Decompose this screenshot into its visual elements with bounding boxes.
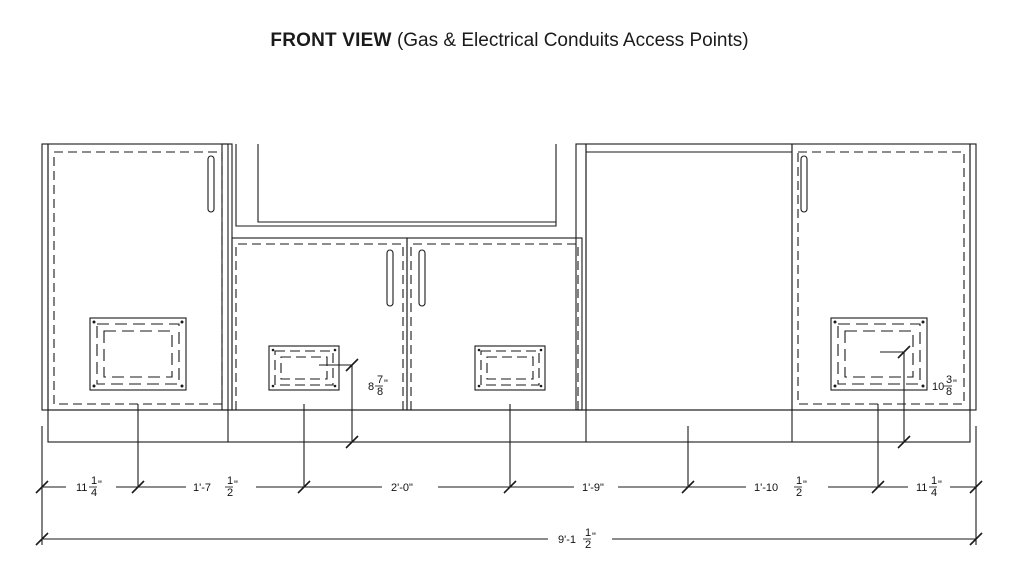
dim-seg6: 11 1 4 ": [916, 475, 942, 499]
dim-seg1: 11 1 4 ": [76, 475, 102, 499]
svg-text:1'-9": 1'-9": [582, 482, 604, 494]
appliance-bay: [585, 143, 793, 411]
svg-text:": ": [234, 479, 238, 491]
dim-height-left: 8 7 8 ": [368, 374, 388, 398]
plinth-outline: [47, 409, 971, 443]
center-right-access-plate-inner: [486, 356, 534, 380]
grill-left-post: [221, 143, 233, 411]
left-access-plate: [89, 317, 187, 391]
svg-text:": ": [98, 479, 102, 491]
dim-seg4: 1'-9": [582, 482, 604, 494]
svg-text:9'-1: 9'-1: [558, 534, 576, 546]
right-access-plate-outer-dash: [837, 323, 921, 385]
right-access-plate: [830, 317, 928, 391]
center-left-access-plate-dash: [274, 350, 334, 386]
left-access-plate-inner-dash: [103, 330, 173, 378]
height-dimension-lines: [319, 351, 905, 442]
dimension-ticks: [35, 345, 983, 546]
dim-seg2: 1'-7 1 2 ": [193, 475, 238, 499]
svg-text:": ": [803, 479, 807, 491]
svg-text:2'-0": 2'-0": [391, 482, 413, 494]
svg-text:1: 1: [585, 527, 591, 539]
grill-opening-outline: [235, 144, 557, 227]
double-door-cabinet: [231, 237, 583, 411]
svg-text:4: 4: [91, 487, 97, 499]
title-main: FRONT VIEW: [270, 30, 392, 51]
svg-text:1: 1: [796, 475, 802, 487]
center-right-access-plate: [474, 345, 546, 391]
center-right-access-plate-dash: [480, 350, 540, 386]
base-plinth: [47, 409, 971, 443]
svg-text:8: 8: [377, 386, 383, 398]
left-cabinet: [41, 143, 229, 411]
svg-text:": ": [938, 479, 942, 491]
dimension-labels: 11 1 4 " 1'-7 1 2 " 2'-0" 1'-9" 1'-10 1 …: [76, 374, 957, 551]
right-door-inset: [797, 151, 965, 405]
left-access-plate-outline: [89, 317, 187, 391]
svg-text:8: 8: [368, 381, 374, 393]
grill-opening-inner: [257, 144, 556, 223]
center-right-access-plate-outline: [474, 345, 546, 391]
svg-text:": ": [592, 531, 596, 543]
double-door-right[interactable]: [406, 237, 583, 411]
grill-opening: [232, 144, 582, 239]
dim-total: 9'-1 1 2 ": [558, 527, 596, 551]
svg-text:1'-7: 1'-7: [193, 482, 211, 494]
drawing-title: FRONT VIEW (Gas & Electrical Conduits Ac…: [0, 30, 1019, 52]
svg-text:1: 1: [931, 475, 937, 487]
right-access-plate-inner-dash: [844, 330, 914, 378]
svg-text:2: 2: [227, 487, 233, 499]
center-left-access-plate-outline: [268, 345, 340, 391]
left-end-panel: [41, 143, 49, 411]
right-cabinet-door[interactable]: [791, 143, 971, 411]
access-plate-bolts: [92, 320, 925, 388]
center-left-access-plate: [268, 345, 340, 391]
svg-text:4: 4: [931, 487, 937, 499]
appliance-bay-outline: [585, 143, 793, 411]
left-cabinet-door[interactable]: [47, 143, 229, 411]
svg-text:2: 2: [585, 539, 591, 551]
double-door-right-handle[interactable]: [418, 249, 426, 307]
right-door-handle[interactable]: [800, 155, 808, 213]
left-door-handle[interactable]: [207, 155, 215, 213]
svg-text:1: 1: [91, 475, 97, 487]
svg-text:11: 11: [916, 482, 927, 494]
svg-text:": ": [953, 378, 957, 390]
dim-seg5: 1'-10 1 2 ": [754, 475, 807, 499]
dimension-leaders: [41, 404, 977, 545]
dim-seg3: 2'-0": [391, 482, 413, 494]
center-left-access-plate-inner: [280, 356, 328, 380]
double-door-left-handle[interactable]: [386, 249, 394, 307]
svg-text:3: 3: [946, 374, 952, 386]
title-subtitle: (Gas & Electrical Conduits Access Points…: [396, 30, 749, 51]
right-cabinet: [791, 143, 977, 411]
svg-text:7: 7: [377, 374, 383, 386]
svg-text:1: 1: [227, 475, 233, 487]
svg-text:8: 8: [946, 386, 952, 398]
right-access-plate-outline: [830, 317, 928, 391]
dim-height-right: 10 3 8 ": [932, 374, 957, 398]
svg-text:1'-10: 1'-10: [754, 482, 778, 494]
svg-text:10: 10: [932, 381, 944, 393]
left-access-plate-outer-dash: [96, 323, 180, 385]
right-end-panel: [969, 143, 977, 411]
svg-text:": ": [384, 378, 388, 390]
left-door-inset: [53, 151, 223, 405]
svg-text:2: 2: [796, 487, 802, 499]
svg-text:11: 11: [76, 482, 87, 494]
